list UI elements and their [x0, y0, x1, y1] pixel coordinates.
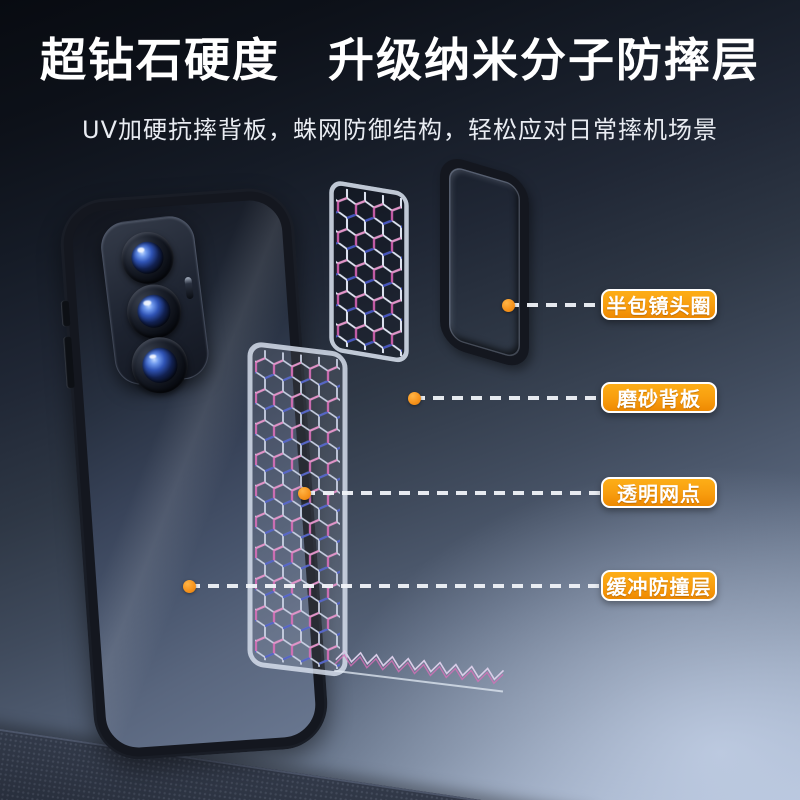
callout-dashed-line: [304, 491, 601, 495]
callout-dot: [297, 486, 311, 500]
callout-dot: [182, 579, 196, 593]
callout-label-pill: 透明网点: [601, 477, 717, 508]
callout-dashed-line: [414, 396, 601, 400]
camera-module: [98, 213, 212, 397]
callout-dot: [407, 391, 421, 405]
callout-dot: [501, 298, 515, 312]
lens-ring-highlight: [449, 165, 520, 360]
camera-flash: [184, 276, 194, 300]
lens-ring: [440, 153, 529, 372]
camera-mesh-film: [329, 181, 409, 363]
mesh-fold-zigzag: [334, 649, 505, 685]
lens-glass: [140, 345, 180, 385]
banner-subtitle: UV加硬抗摔背板，蛛网防御结构，轻松应对日常摔机场景: [82, 116, 718, 144]
callout-label-pill: 磨砂背板: [601, 382, 717, 413]
lens-glass: [129, 239, 166, 276]
volume-button: [60, 300, 71, 327]
camera-lens-middle: [124, 281, 185, 342]
callout-label-pill: 缓冲防撞层: [601, 570, 717, 601]
mesh-fold-edge: [334, 640, 507, 693]
callout-dashed-line: [508, 303, 601, 307]
banner-title: 超钻石硬度 升级纳米分子防摔层: [40, 33, 760, 87]
callout-dashed-line: [189, 584, 601, 588]
camera-lens-top: [118, 228, 177, 287]
lens-glass: [135, 292, 173, 331]
callout-label-pill: 半包镜头圈: [601, 289, 717, 320]
honeycomb-mesh-film: [247, 342, 348, 677]
